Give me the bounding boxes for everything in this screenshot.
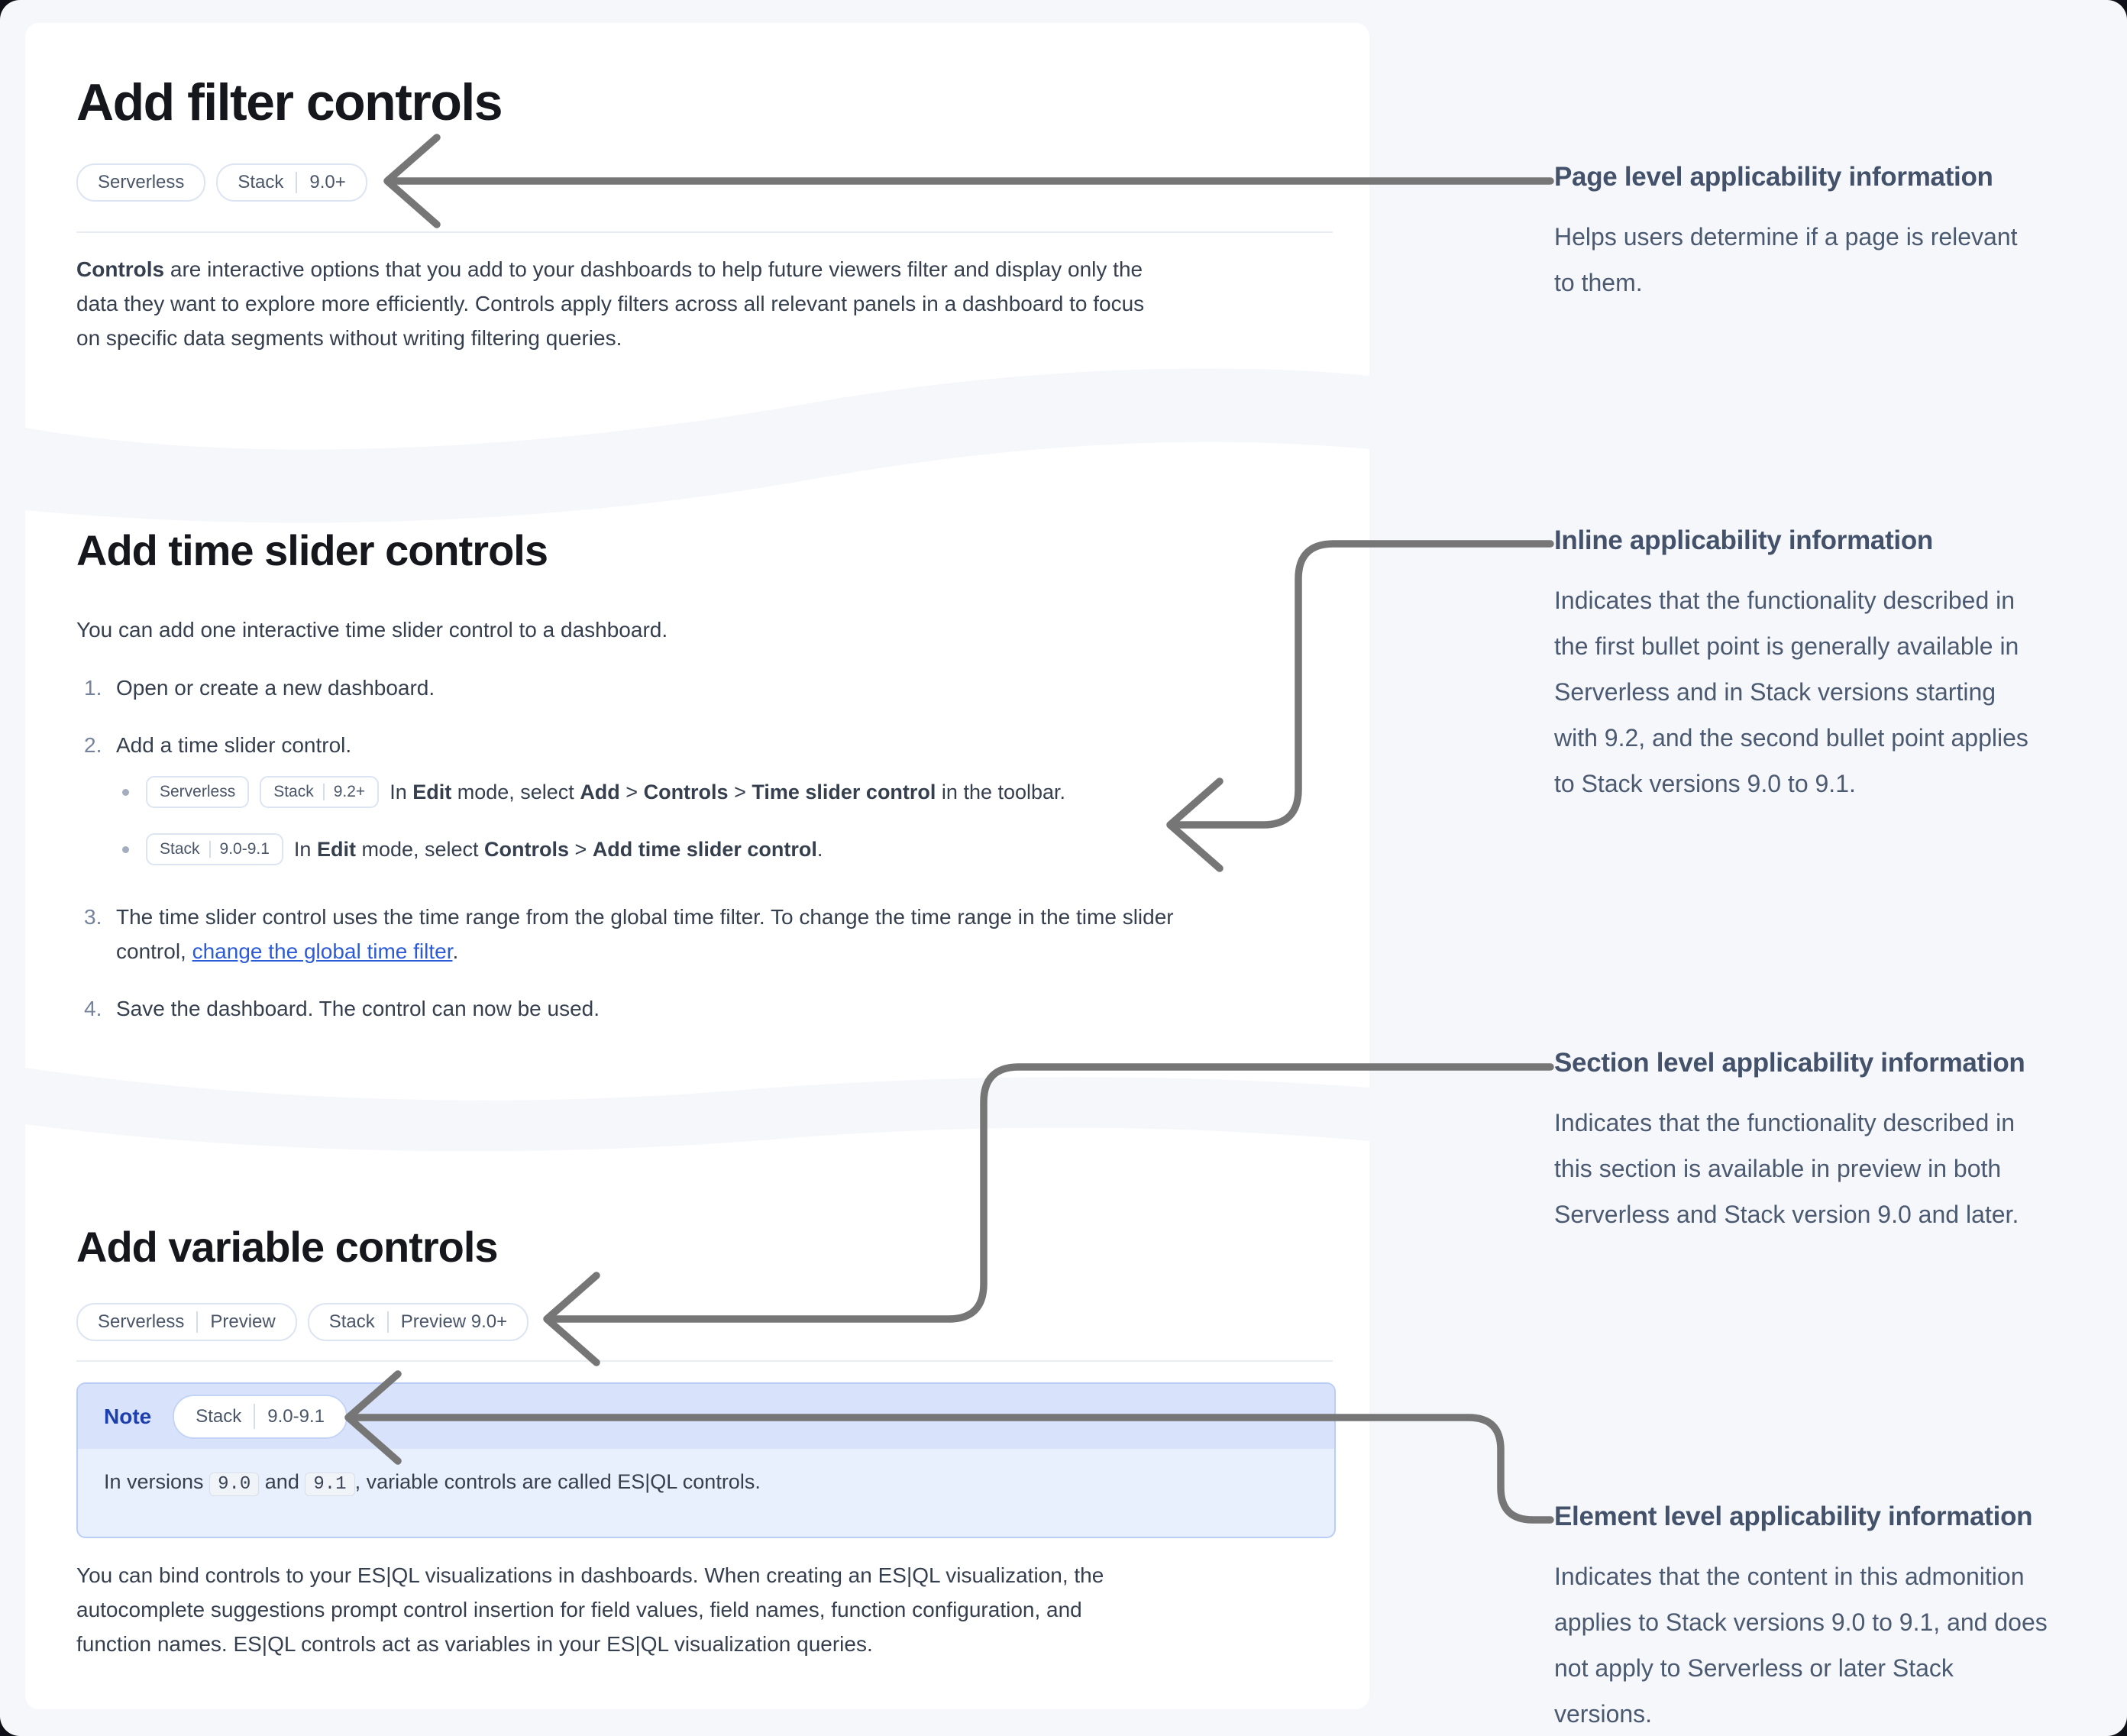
note-label: Note (104, 1404, 152, 1428)
badge-stack-version: 9.0-9.1 (219, 840, 270, 858)
badge-divider (386, 1311, 389, 1333)
step-number: 4. (84, 997, 102, 1020)
badge-serverless-preview[interactable]: Serverless Preview (76, 1303, 297, 1341)
note-admonition: Note Stack 9.0-9.1 In versions 9.0 and 9… (76, 1382, 1336, 1538)
bullet-dot (122, 845, 129, 853)
section-title-variable-controls: Add variable controls (76, 1223, 499, 1271)
step-text: Add a time slider control. (116, 733, 352, 757)
page-applies-badges: Serverless Stack 9.0+ (76, 163, 367, 202)
annotation-body-section-level: Indicates that the functionality describ… (1554, 1109, 2019, 1228)
step-2: 2. Add a time slider control. (84, 728, 351, 762)
badge-serverless[interactable]: Serverless (76, 163, 206, 202)
badge-stack-label: Stack (160, 840, 200, 858)
step-number: 2. (84, 733, 102, 757)
annotation-title-inline: Inline applicability information (1554, 525, 1934, 555)
note-admonition-header: Note Stack 9.0-9.1 (78, 1384, 1334, 1449)
step-3: 3. The time slider control uses the time… (84, 900, 1174, 968)
badge-stack-preview-90[interactable]: Stack Preview 9.0+ (307, 1303, 529, 1341)
section-title-time-slider: Add time slider controls (76, 526, 548, 574)
badge-stack-90-91[interactable]: Stack 9.0-9.1 (146, 833, 283, 865)
badge-serverless-label: Serverless (98, 172, 185, 192)
badge-stack-9-0[interactable]: Stack 9.0+ (216, 163, 367, 202)
badge-divider (208, 840, 211, 858)
badge-stack-version: 9.0+ (309, 172, 346, 192)
step-number: 3. (84, 905, 102, 929)
bullet-text: In Edit mode, select Controls > Add time… (293, 837, 823, 861)
badge-serverless[interactable]: Serverless (146, 776, 250, 808)
page-title: Add filter controls (76, 73, 503, 131)
badge-divider (322, 783, 325, 801)
outro-paragraph: You can bind controls to your ES|QL visu… (76, 1563, 1104, 1656)
bullet-stack-90-91: Stack 9.0-9.1 In Edit mode, select Contr… (122, 833, 823, 865)
step-4: 4. Save the dashboard. The control can n… (84, 991, 600, 1026)
step-text: Save the dashboard. The control can now … (116, 997, 600, 1020)
badge-divider (196, 1311, 199, 1333)
annotation-body-page-level: Helps users determine if a page is relev… (1554, 223, 2018, 296)
badge-stack-version: 9.0-9.1 (267, 1405, 325, 1427)
badge-divider (254, 1404, 256, 1429)
badge-stack-version: 9.2+ (333, 783, 366, 800)
intro-paragraph: Controls are interactive options that yo… (76, 257, 1145, 350)
inline-link[interactable]: change the global time filter (192, 939, 453, 963)
step-1: 1. Open or create a new dashboard. (84, 671, 435, 705)
annotation-title-element-level: Element level applicability information (1554, 1502, 2033, 1531)
step-text: Open or create a new dashboard. (116, 676, 435, 700)
badge-stack-9-2[interactable]: Stack 9.2+ (260, 776, 380, 808)
annotation-title-section-level: Section level applicability information (1554, 1048, 2025, 1078)
badge-serverless-label: Serverless (160, 783, 236, 800)
badge-stack-label: Stack (273, 783, 314, 800)
section-divider (76, 1360, 1333, 1362)
title-divider (76, 231, 1333, 233)
badge-stack-label: Stack (238, 172, 284, 192)
badge-stack-label: Stack (196, 1405, 242, 1427)
note-admonition-body: In versions 9.0 and 9.1, variable contro… (104, 1470, 761, 1496)
bullet-text: In Edit mode, select Add > Controls > Ti… (390, 780, 1066, 803)
annotation-title-page-level: Page level applicability information (1554, 162, 1993, 192)
bullet-serverless-stack-92: Serverless Stack 9.2+ In Edit mode, sele… (122, 776, 1065, 808)
bullet-dot (122, 788, 129, 796)
step-text: The time slider control uses the time ra… (116, 905, 1174, 963)
badge-stack-label: Stack (328, 1311, 375, 1332)
badge-divider (296, 172, 298, 193)
badge-preview-label: Preview (210, 1311, 276, 1332)
annotation-body-element-level: Indicates that the content in this admon… (1554, 1563, 2048, 1728)
badge-serverless-label: Serverless (98, 1311, 185, 1332)
annotation-body-inline: Indicates that the functionality describ… (1554, 587, 2028, 797)
section-applies-badges: Serverless Preview Stack Preview 9.0+ (76, 1303, 529, 1341)
badge-preview-version: Preview 9.0+ (400, 1311, 508, 1332)
badge-stack-90-91[interactable]: Stack 9.0-9.1 (173, 1394, 347, 1439)
time-slider-lead: You can add one interactive time slider … (76, 618, 668, 642)
step-number: 1. (84, 676, 102, 700)
